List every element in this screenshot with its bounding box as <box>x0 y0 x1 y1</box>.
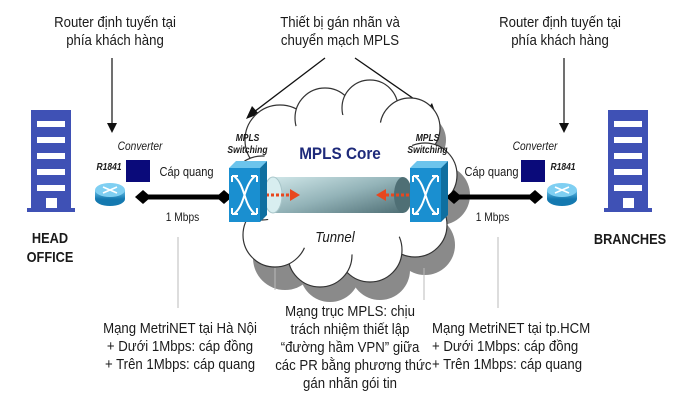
left-converter-label: Converter <box>117 139 163 153</box>
right-router-icon <box>547 183 577 206</box>
note-line: + Trên 1Mbps: cáp quang <box>104 356 256 373</box>
callout-line: Thiết bị gán nhãn và <box>280 14 400 31</box>
callout-line: Router định tuyến tại <box>499 14 621 31</box>
note-line: gán nhãn gói tin <box>303 375 397 392</box>
red-arrow-left <box>266 189 300 201</box>
callout-arrow-left-switch <box>246 57 326 119</box>
left-router-icon <box>95 183 125 206</box>
left-link-speed: 1 Mbps <box>165 210 200 224</box>
switch-label-line: MPLS <box>235 133 260 144</box>
right-mpls-switch-icon <box>410 161 448 222</box>
callout-mpls-devices: Thiết bị gán nhãn và chuyển mạch MPLS <box>274 14 406 50</box>
right-link-speed: 1 Mbps <box>475 210 510 224</box>
left-link-medium: Cáp quang <box>159 164 214 179</box>
site-line: HEAD <box>31 230 69 247</box>
head-office-label: HEAD OFFICE <box>12 229 89 267</box>
callout-left-router: Router định tuyến tại phía khách hàng <box>49 14 181 50</box>
branches-label: BRANCHES <box>593 231 667 248</box>
left-converter-icon <box>126 160 150 182</box>
mpls-core-title: MPLS Core <box>299 144 381 163</box>
note-line: trách nhiệm thiết lập <box>290 321 410 338</box>
note-line: + Dưới 1Mbps: cáp đồng <box>432 338 579 355</box>
callout-line: chuyển mạch MPLS <box>280 32 400 49</box>
right-converter-label: Converter <box>512 139 558 153</box>
right-router-label: R1841 <box>550 162 576 173</box>
note-line: + Dưới 1Mbps: cáp đồng <box>106 338 254 355</box>
note-line: + Trên 1Mbps: cáp quang <box>432 356 583 373</box>
note-line: “đường hầm VPN” giữa <box>280 339 420 356</box>
note-line: Mạng MetriNET tại tp.HCM <box>432 320 591 337</box>
tunnel-label: Tunnel <box>315 229 355 246</box>
note-line: Mạng trục MPLS: chịu <box>285 303 415 320</box>
left-mpls-switch-icon <box>229 161 267 222</box>
left-router-label: R1841 <box>96 162 122 173</box>
note-line: các PR bằng phương thức <box>275 357 432 374</box>
switch-label-line: Switching <box>227 145 268 156</box>
note-hcm: Mạng MetriNET tại tp.HCM + Dưới 1Mbps: c… <box>432 320 608 374</box>
note-core: Mạng trục MPLS: chịu trách nhiệm thiết l… <box>275 303 432 393</box>
note-hanoi: Mạng MetriNET tại Hà Nội + Dưới 1Mbps: c… <box>92 320 268 374</box>
right-link-medium: Cáp quang <box>464 164 519 179</box>
note-line: Mạng MetriNET tại Hà Nội <box>103 320 257 337</box>
callout-arrow-right-router <box>559 58 569 133</box>
right-fiber-link <box>446 190 543 204</box>
head-office-building-icon <box>27 110 75 212</box>
callout-right-router: Router định tuyến tại phía khách hàng <box>494 14 626 50</box>
switch-label-line: MPLS <box>415 133 440 144</box>
callout-line: phía khách hàng <box>66 32 164 49</box>
callout-line: phía khách hàng <box>511 32 609 49</box>
site-line: OFFICE <box>26 249 74 266</box>
switch-label-line: Switching <box>407 145 448 156</box>
right-switch-label: MPLS Switching <box>404 133 451 157</box>
branches-building-icon <box>604 110 652 212</box>
callout-arrow-left-router <box>107 58 117 133</box>
callout-line: Router định tuyến tại <box>54 14 176 31</box>
red-arrow-right <box>376 189 410 201</box>
left-switch-label: MPLS Switching <box>224 133 271 157</box>
left-fiber-link <box>135 190 232 204</box>
right-converter-icon <box>521 160 545 182</box>
